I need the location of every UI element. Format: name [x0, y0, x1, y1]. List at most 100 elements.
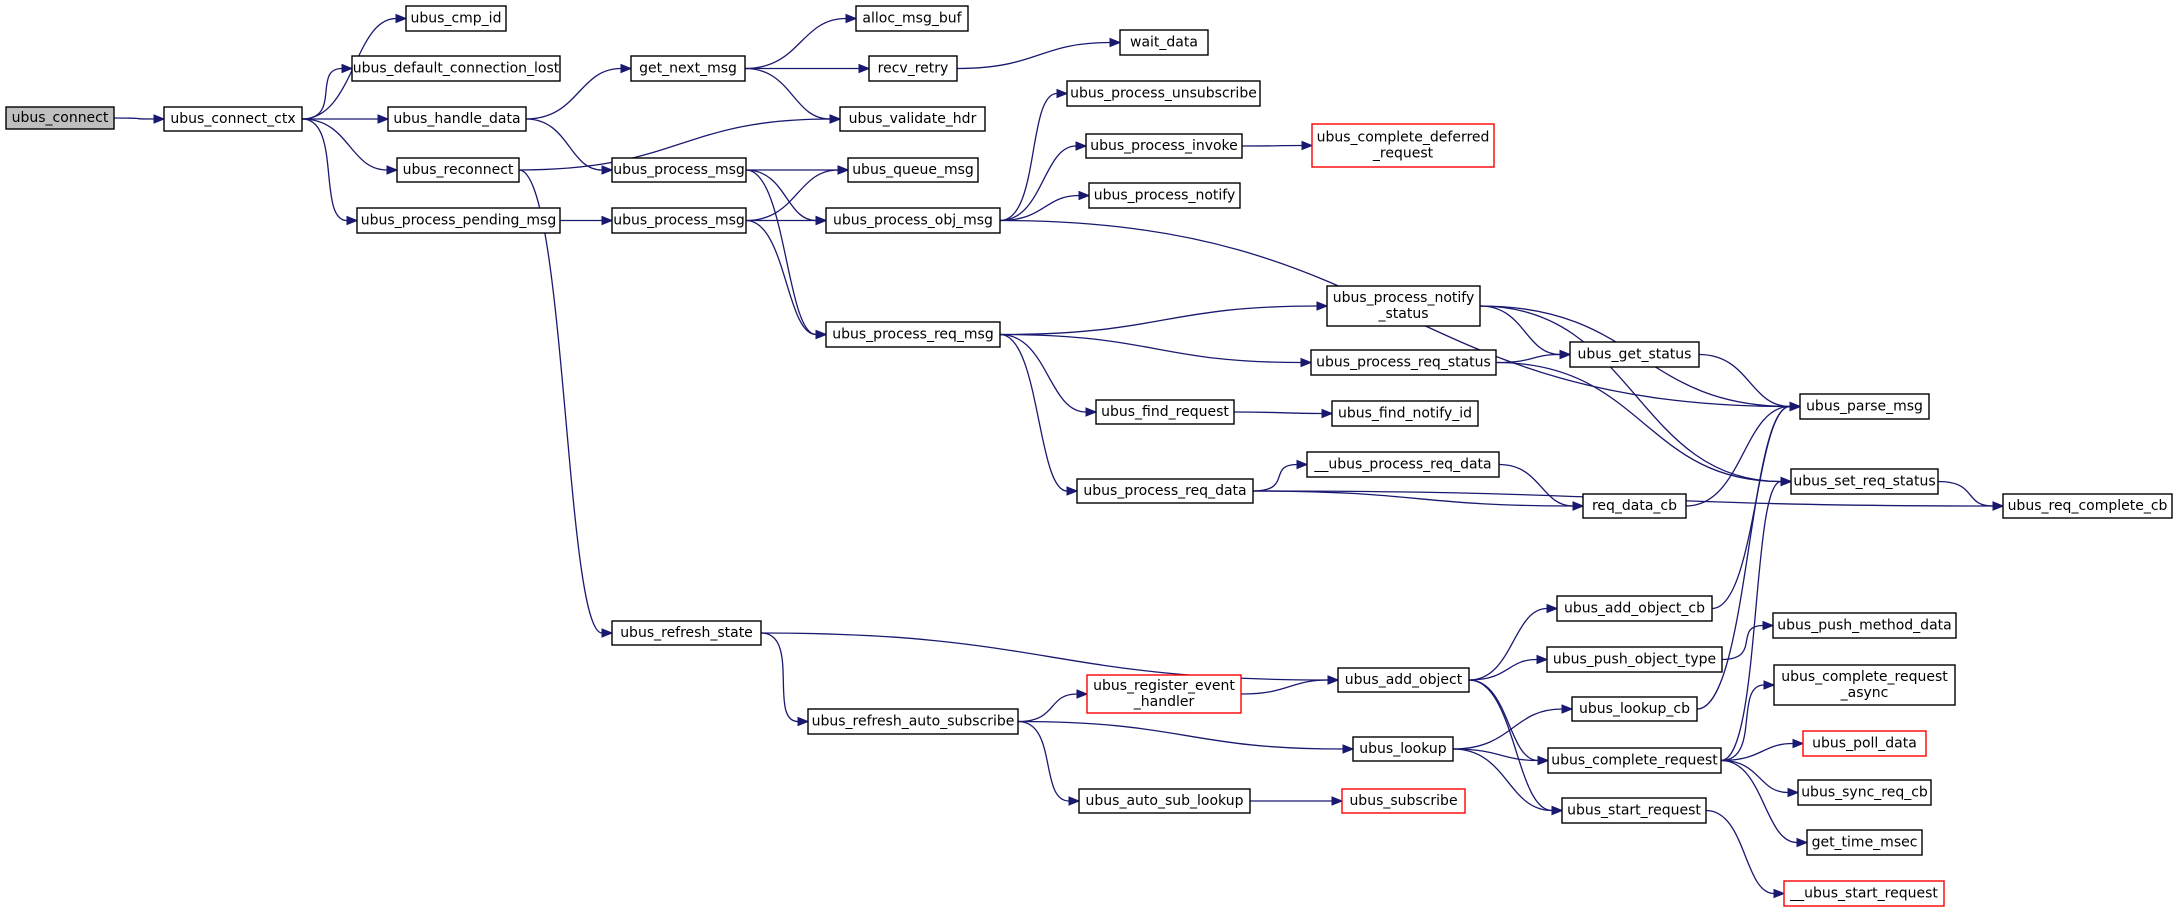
arrowhead-icon — [829, 114, 842, 124]
edge-ubus_process_msg_b-to-ubus_queue_msg — [745, 165, 850, 222]
node-ubus-validate-hdr[interactable]: ubus_validate_hdr — [839, 106, 986, 132]
node-ubus-reconnect[interactable]: ubus_reconnect — [396, 157, 520, 183]
node-box — [1078, 788, 1251, 814]
node-ubus-parse-msg[interactable]: ubus_parse_msg — [1799, 393, 1930, 420]
arrowhead-icon — [1078, 190, 1091, 201]
node-box — [1806, 829, 1923, 856]
arrowhead-icon — [1546, 603, 1559, 614]
node-ubus-poll-data[interactable]: ubus_poll_data — [1802, 730, 1927, 757]
node-ubus-process-notify-status[interactable]: ubus_process_notify_status — [1326, 285, 1481, 327]
arrowhead-icon — [1789, 401, 1802, 412]
edge-ubus_lookup-to-ubus_start_request — [1452, 748, 1564, 816]
node-ubus-register-event-handler[interactable]: ubus_register_event_handler — [1086, 674, 1242, 714]
edge-ubus_register_event_handler-to-ubus_add_object — [1240, 675, 1340, 695]
node-ubus-start-request[interactable]: ubus_start_request — [1561, 797, 1707, 824]
arrowhead-icon — [1536, 654, 1549, 665]
arrowhead-icon — [845, 13, 858, 24]
arrowhead-icon — [1296, 459, 1309, 470]
node-ubus-connect-ctx[interactable]: ubus_connect_ctx — [163, 106, 303, 132]
node-ubus-push-method-data[interactable]: ubus_push_method_data — [1772, 612, 1957, 639]
node-ubus-connect[interactable]: ubus_connect — [5, 106, 115, 130]
node-ubus-process-unsubscribe[interactable]: ubus_process_unsubscribe — [1066, 80, 1261, 107]
node-ubus-default-connection-lost[interactable]: ubus_default_connection_lost — [351, 55, 561, 82]
arrowhead-icon — [1537, 755, 1550, 766]
node-label: _handler — [1133, 694, 1195, 710]
node-ubus-process-msg-b[interactable]: ubus_process_msg — [611, 207, 747, 234]
node-ubus-find-request[interactable]: ubus_find_request — [1095, 399, 1235, 425]
node-recv-retry[interactable]: recv_retry — [868, 55, 958, 82]
node-ubus-refresh-state[interactable]: ubus_refresh_state — [611, 620, 762, 646]
edge-get_next_msg-to-ubus_validate_hdr — [744, 67, 842, 124]
node-box — [847, 157, 979, 183]
node-ubus-complete-request-async[interactable]: ubus_complete_request_async — [1773, 664, 1956, 706]
node-box — [1119, 29, 1209, 56]
node-ubus-handle-data[interactable]: ubus_handle_data — [387, 106, 527, 132]
edge-line — [525, 118, 603, 171]
node-ubus-process-req-status[interactable]: ubus_process_req_status — [1310, 349, 1497, 376]
node-ubus-process-pending-msg[interactable]: ubus_process_pending_msg — [356, 207, 561, 234]
edge-ubus_process_req_msg-to-ubus_find_request — [999, 333, 1098, 417]
node-ubus-complete-request[interactable]: ubus_complete_request — [1547, 747, 1722, 774]
node-box — [1088, 182, 1241, 209]
arrowhead-icon — [1572, 501, 1585, 511]
node-ubus-set-req-status[interactable]: ubus_set_req_status — [1790, 468, 1939, 495]
node-ubus-lookup-cb[interactable]: ubus_lookup_cb — [1571, 696, 1698, 722]
edge-ubus_process_obj_msg-to-ubus_process_invoke — [999, 141, 1088, 222]
node-ubus-req-complete-cb[interactable]: ubus_req_complete_cb — [2002, 493, 2173, 519]
node-ubus-process-msg-a[interactable]: ubus_process_msg — [611, 157, 747, 183]
edge-ubus_handle_data-to-get_next_msg — [525, 63, 633, 120]
node---ubus-process-req-data[interactable]: __ubus_process_req_data — [1306, 451, 1500, 478]
arrowhead-icon — [601, 215, 614, 226]
edge-ubus_auto_sub_lookup-to-ubus_subscribe — [1249, 796, 1344, 806]
node-ubus-process-req-msg[interactable]: ubus_process_req_msg — [825, 321, 1001, 348]
node-label: __ubus_process_req_data — [1313, 457, 1491, 473]
edge-line — [745, 169, 839, 222]
node-box — [356, 207, 561, 234]
arrowhead-icon — [1316, 301, 1329, 311]
node-get-time-msec[interactable]: get_time_msec — [1806, 829, 1923, 856]
edge-ubus_refresh_auto_subscribe-to-ubus_lookup — [1017, 720, 1355, 754]
arrowhead-icon — [858, 63, 871, 74]
arrowhead-icon — [837, 165, 850, 175]
node-ubus-lookup[interactable]: ubus_lookup — [1352, 736, 1454, 762]
node-ubus-queue-msg[interactable]: ubus_queue_msg — [847, 157, 979, 183]
node-ubus-process-req-data[interactable]: ubus_process_req_data — [1076, 478, 1254, 504]
node-ubus-process-invoke[interactable]: ubus_process_invoke — [1085, 133, 1243, 159]
arrowhead-icon — [1075, 141, 1088, 151]
arrowhead-icon — [1300, 357, 1313, 368]
node-ubus-sync-req-cb[interactable]: ubus_sync_req_cb — [1797, 779, 1932, 806]
node-ubus-push-object-type[interactable]: ubus_push_object_type — [1546, 646, 1723, 673]
node-label: ubus_add_object — [1345, 672, 1463, 688]
edge-ubus_connect_ctx-to-ubus_handle_data — [301, 114, 390, 124]
node-label: ubus_connect — [12, 110, 109, 126]
node-label: ubus_refresh_auto_subscribe — [812, 714, 1015, 730]
arrowhead-icon — [1301, 140, 1314, 151]
node---ubus-start-request[interactable]: __ubus_start_request — [1783, 880, 1945, 907]
node-ubus-find-notify-id[interactable]: ubus_find_notify_id — [1331, 400, 1479, 427]
node-ubus-process-obj-msg[interactable]: ubus_process_obj_msg — [825, 207, 1001, 234]
node-ubus-cmp-id[interactable]: ubus_cmp_id — [405, 5, 507, 32]
edge-line — [744, 67, 831, 120]
node-label: ubus_complete_request — [1781, 669, 1948, 685]
node-ubus-auto-sub-lookup[interactable]: ubus_auto_sub_lookup — [1078, 788, 1251, 814]
node-ubus-refresh-auto-subscribe[interactable]: ubus_refresh_auto_subscribe — [807, 708, 1019, 735]
node-req-data-cb[interactable]: req_data_cb — [1582, 493, 1687, 519]
node-ubus-add-object-cb[interactable]: ubus_add_object_cb — [1556, 595, 1713, 622]
node-get-next-msg[interactable]: get_next_msg — [630, 55, 746, 82]
node-label: req_data_cb — [1592, 498, 1677, 514]
node-ubus-add-object[interactable]: ubus_add_object — [1337, 667, 1470, 693]
node-ubus-complete-deferred-request[interactable]: ubus_complete_deferred_request — [1311, 123, 1495, 168]
node-ubus-process-notify[interactable]: ubus_process_notify — [1088, 182, 1241, 209]
edge-ubus_process_invoke-to-ubus_complete_deferred_request — [1241, 140, 1314, 151]
node-label: ubus_set_req_status — [1793, 474, 1935, 490]
edge-ubus_process_pending_msg-to-ubus_process_msg_b — [560, 215, 614, 226]
arrowhead-icon — [1762, 620, 1775, 631]
edge-line — [1241, 144, 1303, 147]
edge-ubus_process_obj_msg-to-ubus_process_unsubscribe — [999, 88, 1069, 222]
node-wait-data[interactable]: wait_data — [1119, 29, 1209, 56]
node-label: ubus_process_notify — [1333, 290, 1475, 306]
node-ubus-get-status[interactable]: ubus_get_status — [1569, 341, 1700, 368]
node-ubus-subscribe[interactable]: ubus_subscribe — [1341, 788, 1466, 814]
node-alloc-msg-buf[interactable]: alloc_msg_buf — [855, 5, 969, 32]
arrowhead-icon — [797, 716, 810, 727]
